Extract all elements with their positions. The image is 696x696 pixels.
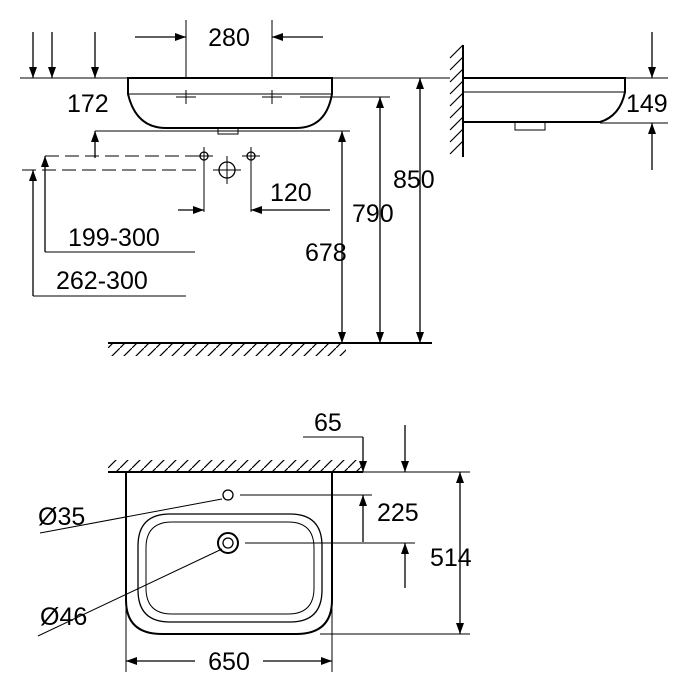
top-view: Ø35 Ø46 65 225 514 650 xyxy=(37,409,472,676)
leader-dia-35 xyxy=(39,498,223,534)
basin-side-drain xyxy=(514,122,546,131)
basin-bowl-outer xyxy=(137,513,323,623)
arrow-149-bottom xyxy=(648,123,656,134)
arrow-120-left xyxy=(193,206,204,214)
drain-inner xyxy=(222,537,234,549)
basin-bowl-inner xyxy=(145,521,315,615)
arrow-850-top xyxy=(416,78,424,89)
drain-outer xyxy=(217,532,239,554)
arrow-514-bottom xyxy=(456,623,464,634)
arrow-514-top xyxy=(456,472,464,483)
floor-hatch xyxy=(108,344,346,356)
label-850: 850 xyxy=(393,166,435,194)
dim-arrow-b-head xyxy=(48,67,56,78)
label-262-300: 262-300 xyxy=(56,267,148,295)
arrow-678-bottom xyxy=(338,332,346,343)
label-149: 149 xyxy=(626,90,668,118)
basin-front-outline xyxy=(127,77,333,129)
arrow-790-bottom xyxy=(376,332,384,343)
label-120: 120 xyxy=(270,179,312,207)
arrow-199-300 xyxy=(41,156,49,167)
basin-top-outline xyxy=(125,472,333,635)
connection-right xyxy=(242,147,260,165)
arrow-790-top xyxy=(376,97,384,108)
end-view: 149 xyxy=(449,32,668,170)
arrow-225-top xyxy=(359,495,367,506)
side-view: 280 172 xyxy=(20,20,450,356)
arrow-262-300 xyxy=(29,170,37,181)
arrow-650-right xyxy=(321,657,332,665)
arrow-120-right xyxy=(251,206,262,214)
arrow-850-bottom xyxy=(416,332,424,343)
label-790: 790 xyxy=(352,200,394,228)
leader-dia-46 xyxy=(37,548,223,637)
label-650-background xyxy=(195,645,263,675)
basin-side-outline xyxy=(463,77,626,123)
tap-hole xyxy=(222,489,234,501)
dim-arrow-172-head xyxy=(91,131,99,142)
label-225: 225 xyxy=(377,499,419,527)
top-wall-hatch xyxy=(108,460,363,472)
arrow-drain xyxy=(401,543,409,554)
arrow-65-right xyxy=(401,461,409,472)
label-650: 650 xyxy=(208,648,250,676)
arrow-280-left xyxy=(175,33,186,41)
connection-center-drain xyxy=(213,156,241,184)
label-172: 172 xyxy=(67,90,109,118)
label-dia-46: Ø46 xyxy=(40,603,87,631)
dim-arrow-c-head xyxy=(91,67,99,78)
arrow-678-top xyxy=(338,131,346,142)
dim-arrow-a-head xyxy=(29,67,37,78)
connection-left xyxy=(195,147,213,165)
wall-hatch xyxy=(449,44,464,155)
arrow-149-top xyxy=(648,67,656,78)
label-678: 678 xyxy=(305,239,347,267)
label-280: 280 xyxy=(208,24,250,52)
label-65: 65 xyxy=(314,409,342,437)
label-514: 514 xyxy=(430,544,472,572)
arrow-65-left xyxy=(359,461,367,472)
arrow-280-right xyxy=(272,33,283,41)
label-199-300: 199-300 xyxy=(68,224,160,252)
label-dia-35: Ø35 xyxy=(38,503,85,531)
arrow-650-left xyxy=(126,657,137,665)
